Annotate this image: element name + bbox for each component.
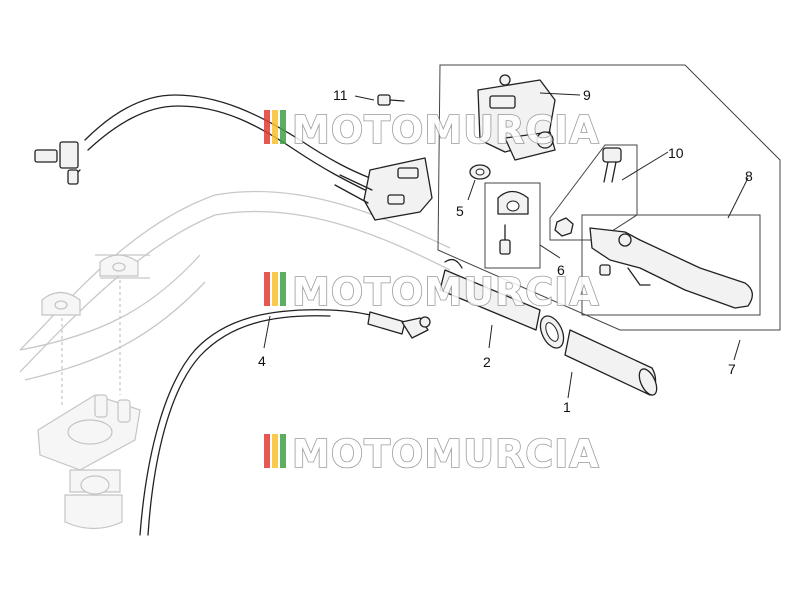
choke-cable xyxy=(139,309,431,536)
lever-box-frame xyxy=(581,214,761,316)
handlebar-grip xyxy=(564,329,658,396)
watermark-stripe xyxy=(264,434,270,468)
watermark-stripe xyxy=(280,110,286,144)
callout-4: 4 xyxy=(258,353,266,369)
watermark-stripe xyxy=(272,272,278,306)
watermark-logo: MOTOMURCIA xyxy=(264,269,600,315)
wire-connector-icon xyxy=(34,141,79,185)
callout-5: 5 xyxy=(456,203,464,219)
ghost-steering-yoke xyxy=(37,394,141,530)
leader-lines xyxy=(263,92,749,399)
grip-ring xyxy=(539,315,565,349)
master-cylinder xyxy=(477,74,556,161)
washer-icon xyxy=(469,164,491,180)
screw-icon xyxy=(377,94,405,106)
callout-6: 6 xyxy=(557,262,565,278)
callout-2: 2 xyxy=(483,354,491,370)
callout-9: 9 xyxy=(583,87,591,103)
callout-11: 11 xyxy=(333,87,348,103)
ghost-handlebar-clamps xyxy=(41,254,139,405)
watermark-stripe xyxy=(264,272,270,306)
watermark-text: MOTOMURCIA xyxy=(292,270,600,314)
nut-icon xyxy=(554,217,574,237)
watermark-stripe xyxy=(272,434,278,468)
callout-8: 8 xyxy=(745,168,753,184)
throttle-tube xyxy=(439,258,541,331)
callout-labels: 11 9 10 8 5 6 7 1 2 4 xyxy=(258,87,753,415)
pivot-bolt xyxy=(602,147,622,183)
clamp-box-frame xyxy=(484,182,541,269)
brake-lever xyxy=(589,227,753,309)
watermark-text: MOTOMURCIA xyxy=(292,108,600,152)
callout-10: 10 xyxy=(668,145,684,161)
watermark-stripe xyxy=(280,272,286,306)
assembly-frame-outline xyxy=(437,64,781,331)
callout-1: 1 xyxy=(563,399,571,415)
watermark-logo: MOTOMURCIA xyxy=(264,107,600,153)
watermark-stripe xyxy=(264,110,270,144)
watermark-stripe xyxy=(280,434,286,468)
clamp-icon xyxy=(497,190,529,255)
left-switch-housing xyxy=(334,157,433,221)
watermark-stripe xyxy=(272,110,278,144)
watermark-text: MOTOMURCIA xyxy=(292,432,600,476)
callout-7: 7 xyxy=(728,361,736,377)
watermark-logo: MOTOMURCIA xyxy=(264,431,600,477)
